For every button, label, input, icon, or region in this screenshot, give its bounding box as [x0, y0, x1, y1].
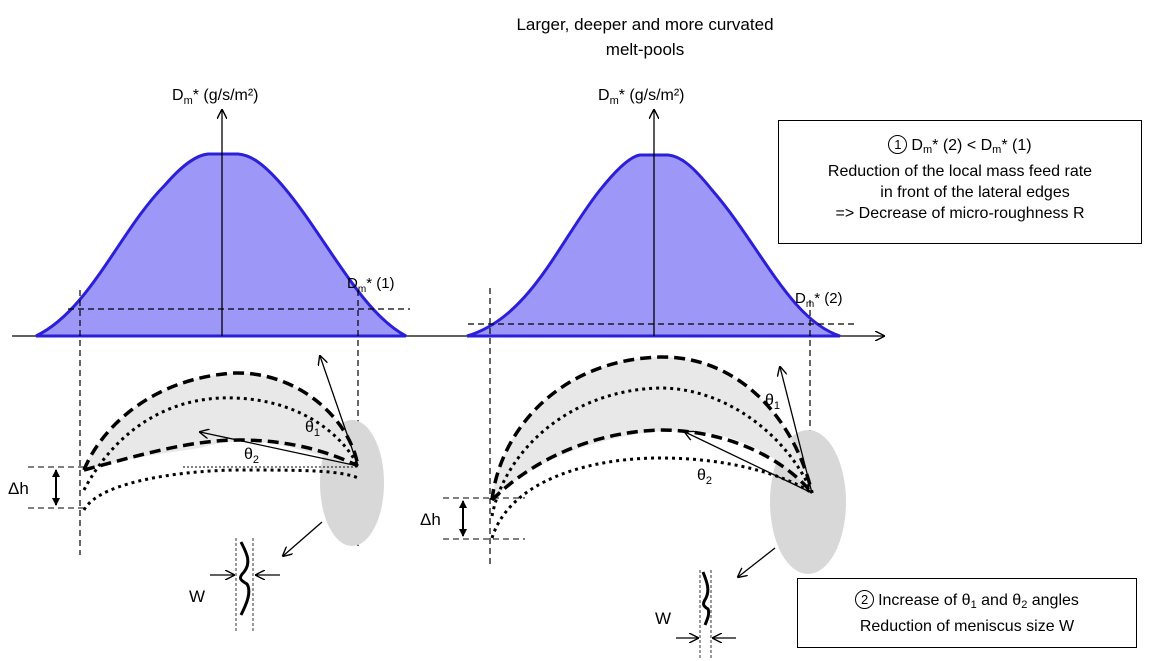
box2-number-badge: 2: [855, 590, 875, 609]
left-theta2-arrow: [200, 432, 359, 467]
right-theta2-label: θ2: [697, 467, 712, 487]
right-zoom-arrow: [738, 547, 776, 577]
box2-line2: Reduction of meniscus size W: [859, 618, 1075, 635]
right-theta1-arrow: [780, 367, 813, 494]
right-pool-inner: [490, 428, 814, 502]
left-meniscus-profile: [238, 541, 251, 616]
left-delta-h-label: Δh: [8, 479, 29, 498]
left-w-label: W: [189, 587, 205, 606]
left-theta1-arrow: [320, 356, 359, 467]
left-axis-label: Dm* (g/s/m²): [172, 87, 259, 107]
left-pool-bottom: [82, 468, 359, 511]
left-threshold-label: Dm* (1): [347, 275, 395, 295]
right-theta1-label: θ1: [765, 392, 780, 412]
right-meniscus-profile: [701, 571, 711, 626]
right-w-label: W: [655, 609, 671, 628]
right-threshold-label: Dm* (2): [795, 290, 843, 310]
box1-number-badge: 1: [888, 135, 908, 154]
left-pool-outer: [82, 371, 360, 471]
left-theta2-label: θ2: [244, 446, 259, 466]
header-line1: Larger, deeper and more curvated: [516, 15, 773, 34]
right-axis-label: Dm* (g/s/m²): [598, 87, 685, 107]
left-distribution-curve: [35, 152, 407, 338]
left-pool-middle: [82, 396, 360, 491]
right-pool-outer: [490, 355, 814, 501]
right-delta-h-label: Δh: [420, 510, 441, 529]
box1-line2: Reduction of the local mass feed rate: [827, 163, 1093, 180]
right-pool-fill: [492, 356, 812, 500]
left-zoom-arrow: [283, 521, 323, 556]
box1-line3: in front of the lateral edges: [880, 184, 1070, 201]
header-line2: melt-pools: [606, 40, 684, 59]
right-theta2-arrow: [685, 432, 813, 494]
box1-line4: => Decrease of micro-roughness R: [835, 205, 1085, 222]
right-diagram: Dm* (g/s/m²) Dm* (2) θ1 θ2 Δh W: [420, 87, 856, 658]
left-theta1-label: θ1: [305, 419, 320, 439]
left-diagram: Dm* (g/s/m²) Dm* (1) θ1 θ2 Δh: [8, 87, 410, 632]
